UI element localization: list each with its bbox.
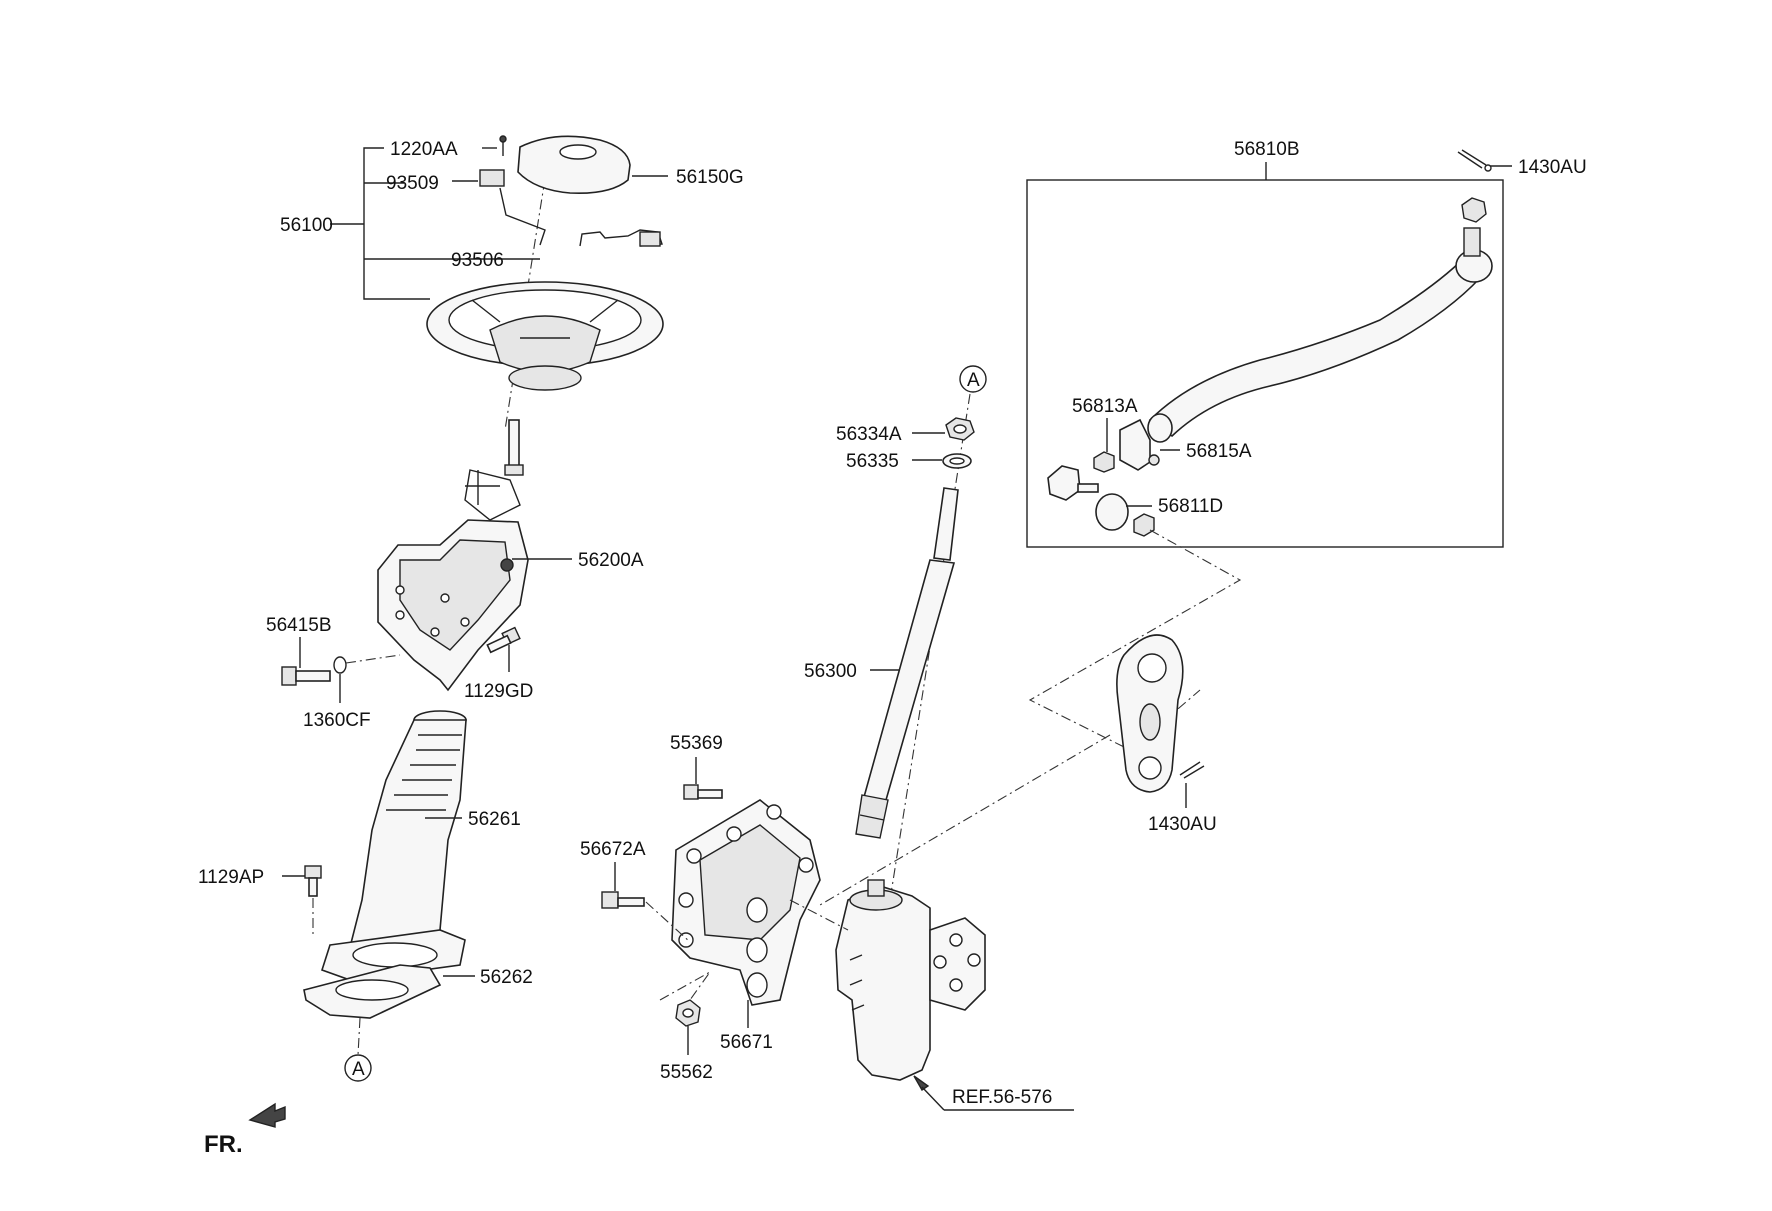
bracket-56671[interactable] [671, 799, 821, 1006]
label-56150G: 56150G [676, 167, 744, 188]
label-1129GD: 1129GD [464, 681, 533, 702]
front-arrow-icon [248, 1102, 286, 1128]
label-56672A: 56672A [580, 839, 646, 860]
bolt-56415b[interactable] [281, 666, 331, 686]
label-56334A: 56334A [836, 424, 902, 445]
wiring-93506[interactable] [579, 229, 663, 247]
upper-shaft[interactable] [504, 419, 524, 476]
label-55562: 55562 [660, 1062, 713, 1083]
bolt-1129gd[interactable] [486, 626, 521, 654]
bolt-path-56672A [645, 901, 691, 943]
intermediate-shaft[interactable] [855, 487, 959, 839]
label-1360CF: 1360CF [303, 710, 371, 731]
nut-56813a[interactable] [1093, 451, 1115, 473]
label-56335: 56335 [846, 451, 899, 472]
label-56671: 56671 [720, 1032, 773, 1053]
pitman-arm[interactable] [1116, 634, 1184, 793]
label-56813A: 56813A [1072, 396, 1138, 417]
cotter-pin-top[interactable] [1457, 149, 1492, 172]
label-56261: 56261 [468, 809, 521, 830]
leader-ref [921, 1086, 945, 1111]
washer-56335[interactable] [942, 453, 972, 469]
switch-93509[interactable] [479, 169, 546, 246]
label-56300: 56300 [804, 661, 857, 682]
connector-a-right-label: A [967, 370, 980, 391]
bolt-56672a[interactable] [601, 891, 645, 909]
steering-axis-line [504, 159, 549, 431]
shaft-axis-line [889, 393, 971, 901]
clamp-56815a[interactable] [1119, 418, 1160, 471]
front-label: FR. [204, 1131, 243, 1158]
label-1430AU-bottom: 1430AU [1148, 814, 1217, 835]
label-93509: 93509 [386, 173, 439, 194]
nut-55562[interactable] [675, 999, 701, 1027]
label-56200A: 56200A [578, 550, 644, 571]
steering-column-housing[interactable] [377, 469, 529, 692]
group-bracket-56100 [330, 147, 540, 300]
ball-joint-56811d[interactable] [1047, 465, 1155, 537]
connector-a-right [959, 365, 987, 393]
label-1220AA: 1220AA [390, 139, 458, 160]
bracket-to-gear-line [789, 899, 849, 931]
nut-path-55562 [659, 971, 711, 1001]
label-ref[interactable]: REF.56-576 [952, 1087, 1052, 1108]
nut-56334a[interactable] [945, 417, 975, 441]
label-56415B: 56415B [266, 615, 332, 636]
label-56262: 56262 [480, 967, 533, 988]
label-93506: 93506 [451, 250, 504, 271]
bolt-path-56415B [345, 654, 401, 664]
label-56815A: 56815A [1186, 441, 1252, 462]
steering-wheel[interactable] [426, 281, 664, 391]
label-56810B: 56810B [1234, 139, 1300, 160]
label-1129AP: 1129AP [198, 867, 264, 888]
ref-pointer-arrow [913, 1075, 930, 1091]
steering-gear-box[interactable] [835, 879, 986, 1081]
drag-link[interactable] [1147, 197, 1493, 443]
label-55369: 55369 [670, 733, 723, 754]
label-56100: 56100 [280, 215, 333, 236]
cotter-pin-bottom[interactable] [1179, 761, 1205, 779]
label-56811D: 56811D [1158, 496, 1223, 517]
connector-a-left-label: A [352, 1059, 365, 1080]
drag-link-group-box [1026, 179, 1504, 548]
label-1430AU-top: 1430AU [1518, 157, 1587, 178]
washer-1360cf[interactable] [333, 656, 347, 674]
bolt-1129ap[interactable] [304, 865, 322, 897]
pitman-to-gear-line [819, 734, 1111, 906]
mount-path-56262 [357, 1017, 361, 1056]
connector-a-left [344, 1054, 372, 1082]
horn-pad[interactable] [517, 135, 631, 195]
screw-1220aa[interactable] [499, 135, 507, 156]
bolt-55369[interactable] [683, 784, 723, 800]
steering-boot[interactable] [321, 710, 467, 981]
plate-56262[interactable] [303, 964, 442, 1019]
